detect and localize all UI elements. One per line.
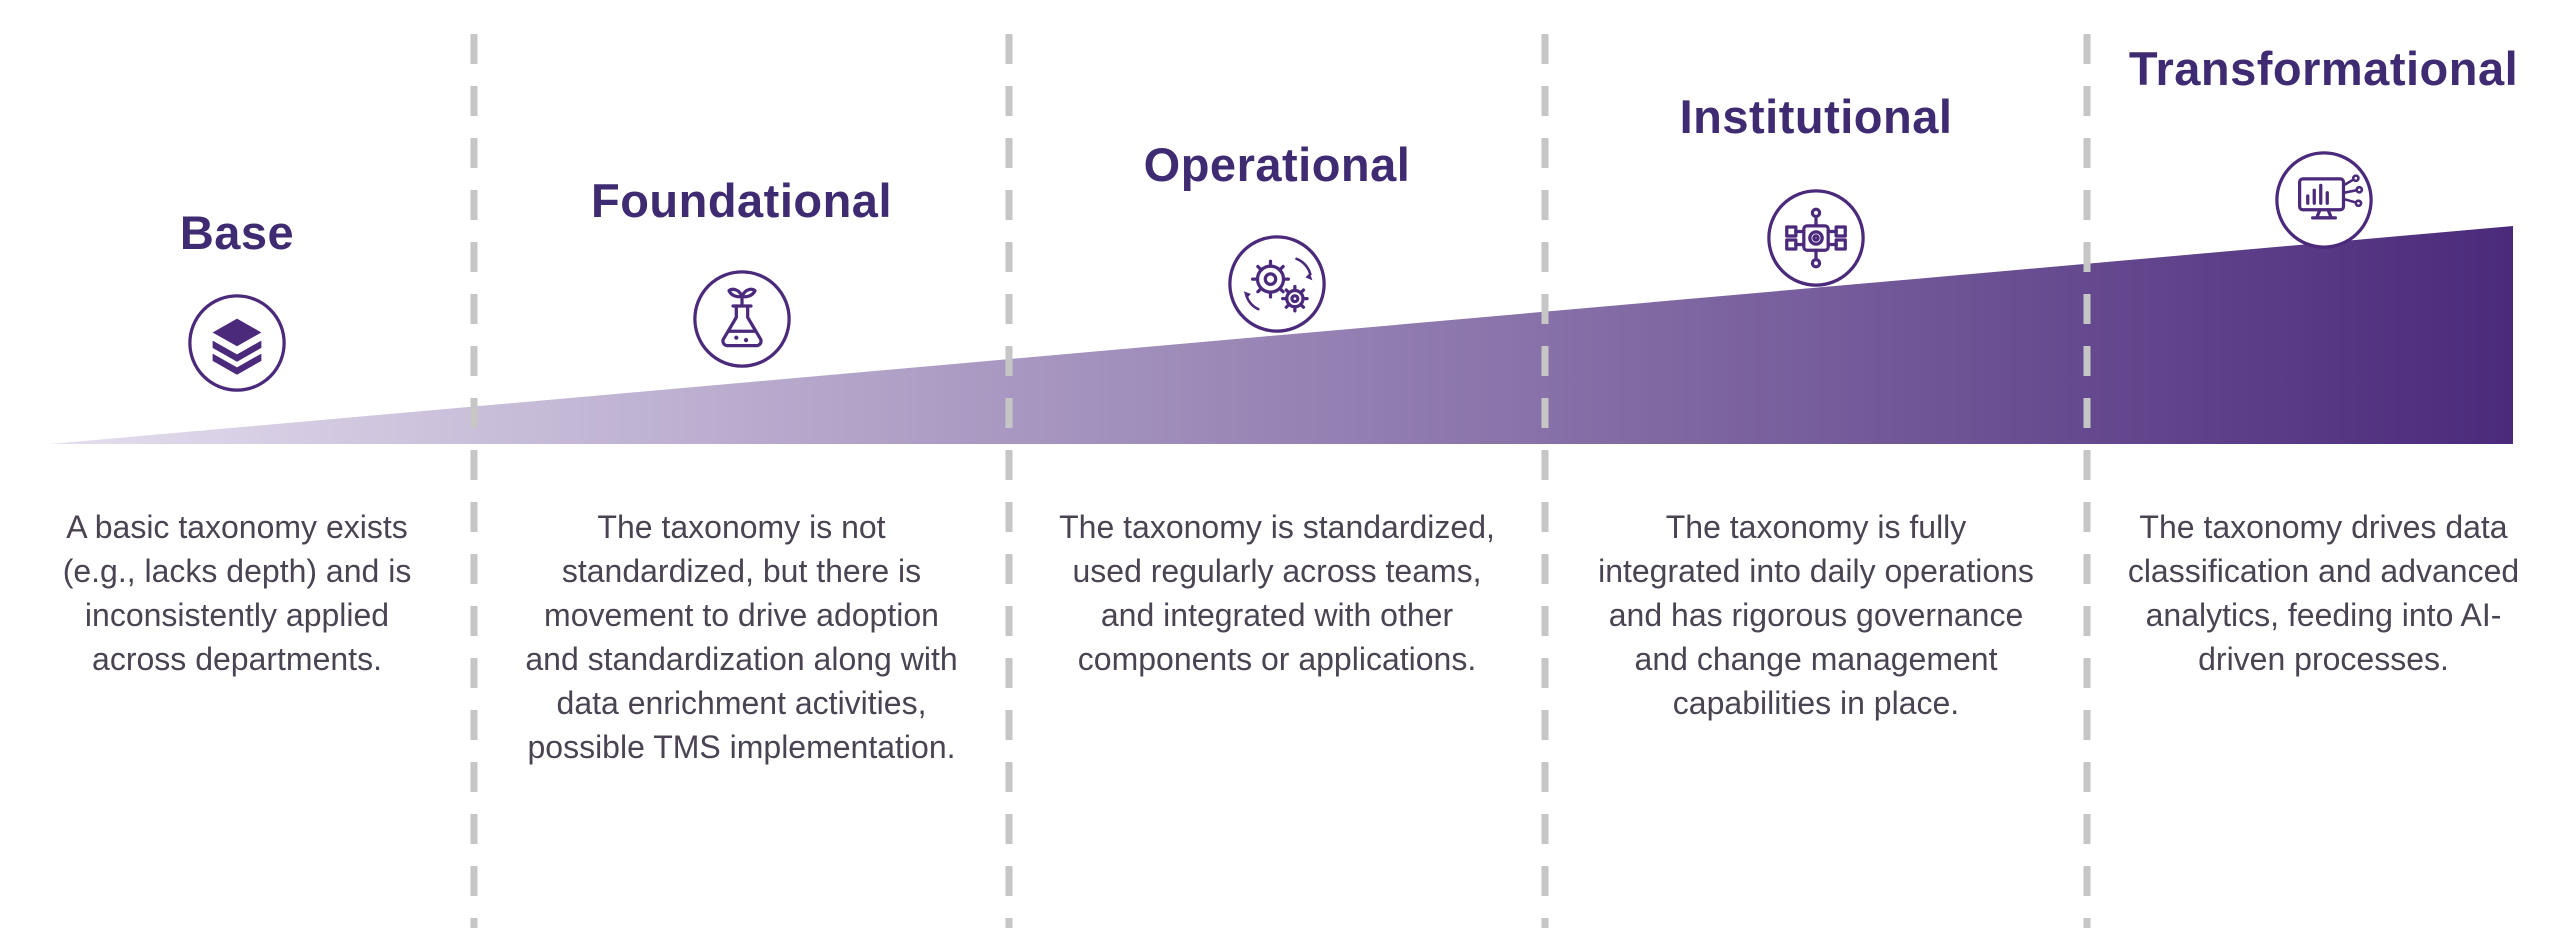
stage-title: Institutional — [1679, 90, 1953, 143]
stage-description: The taxonomy drives data classification … — [2127, 509, 2520, 677]
stage-column-operational: Operational — [1009, 0, 1545, 928]
stage-title: Foundational — [590, 174, 892, 227]
layers-icon — [185, 291, 289, 395]
stage-description: A basic taxonomy exists (e.g., lacks dep… — [62, 509, 412, 677]
analytics-monitor-icon — [2272, 148, 2376, 252]
stage-title: Operational — [1143, 138, 1411, 191]
stage-column-transformational: Transformational — [2087, 0, 2560, 928]
stage-column-institutional: Institutional — [1545, 0, 2087, 928]
maturity-slope — [50, 226, 2513, 444]
stage-title: Base — [179, 206, 295, 259]
network-chip-icon — [1764, 186, 1868, 290]
flask-sprout-icon — [690, 267, 794, 371]
stage-column-base: Base A basic taxonomy exists (e.g., lack… — [0, 0, 474, 928]
stage-column-foundational: Foundational The taxonomy is not standar… — [474, 0, 1009, 928]
stage-title: Transformational — [2128, 42, 2519, 95]
stage-description: The taxonomy is fully integrated into da… — [1598, 509, 2034, 721]
gears-icon — [1225, 232, 1329, 336]
stage-description: The taxonomy is not standardized, but th… — [525, 509, 958, 765]
stage-description: The taxonomy is standardized, used regul… — [1059, 509, 1495, 677]
